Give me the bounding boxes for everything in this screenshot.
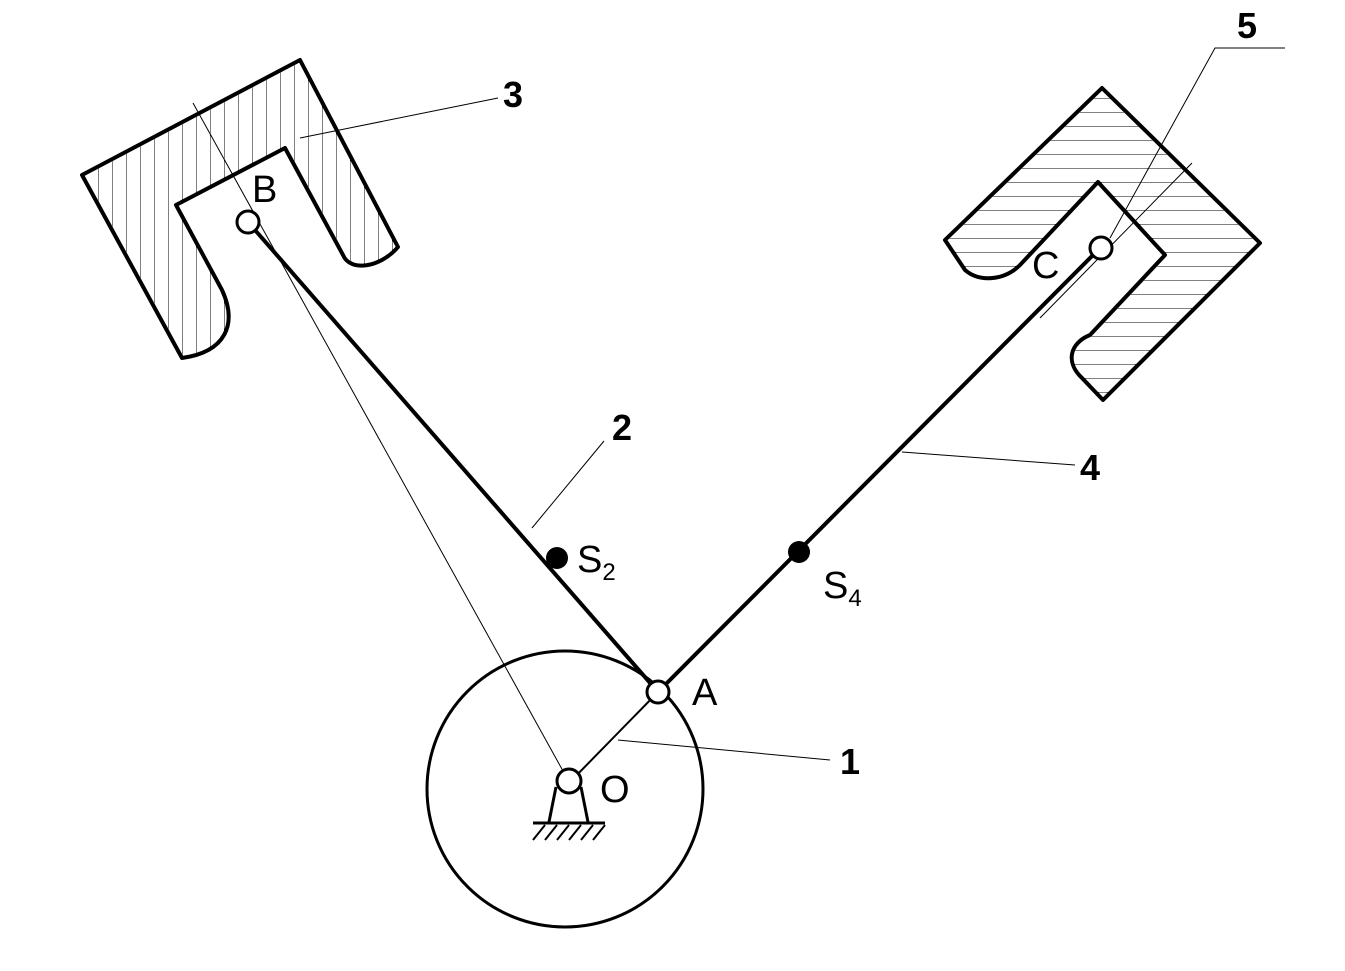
- link-crank: [569, 691, 659, 783]
- joint-O: [555, 767, 583, 795]
- guide-right: [943, 86, 1262, 402]
- joint-A: [645, 679, 671, 705]
- number-2: 2: [612, 407, 632, 448]
- label-C: C: [1032, 245, 1059, 287]
- number-1: 1: [840, 741, 860, 782]
- guide-left: [80, 58, 400, 360]
- label-s2: S2: [577, 539, 616, 586]
- leader-3: [299, 97, 499, 139]
- ground-support: [532, 786, 606, 841]
- number-3: 3: [503, 74, 523, 115]
- center-of-mass-2: [546, 547, 568, 569]
- number-4: 4: [1080, 447, 1100, 488]
- label-s4: S4: [823, 565, 862, 612]
- leader-4: [901, 451, 1076, 466]
- label-A: A: [692, 672, 718, 714]
- construction-line: [192, 102, 569, 781]
- center-of-mass-4: [788, 541, 810, 563]
- label-O: O: [600, 769, 630, 811]
- leader-1: [617, 739, 831, 761]
- joint-C: [1088, 235, 1114, 261]
- leader-5: [1109, 47, 1285, 239]
- label-B: B: [252, 169, 277, 211]
- leader-5-extra: [1039, 162, 1193, 319]
- leader-2: [531, 440, 605, 529]
- link-rod-right: [656, 246, 1102, 694]
- crank-disc: [425, 649, 705, 929]
- number-5: 5: [1237, 5, 1257, 46]
- joint-B: [235, 209, 261, 235]
- link-rod-left: [246, 220, 660, 694]
